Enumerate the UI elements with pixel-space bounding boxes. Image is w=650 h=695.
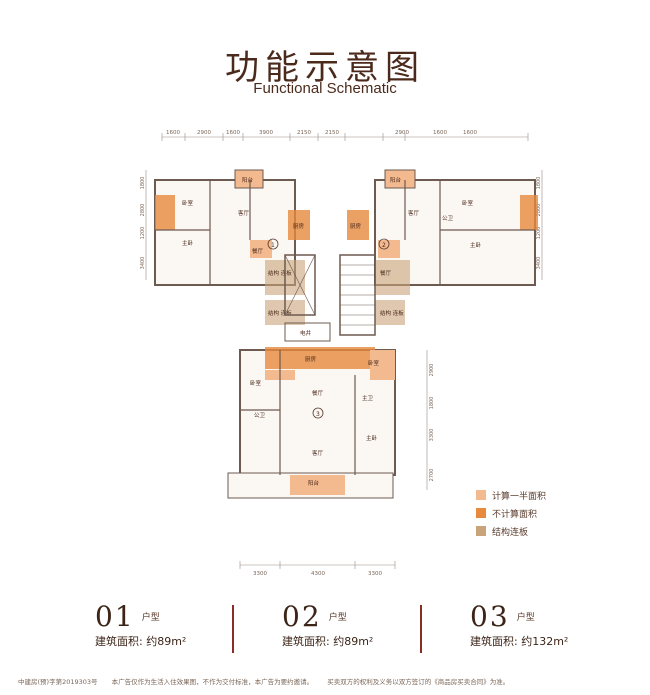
- dim-top-7: 1600: [433, 130, 447, 136]
- top-dimension-line: [161, 133, 529, 141]
- dim-top-6: 2900: [395, 130, 409, 136]
- dim-top-0: 1600: [166, 130, 180, 136]
- dim-left-1: 2800: [140, 204, 146, 217]
- room-kitchen-2: 厨房: [350, 222, 362, 230]
- permit-number: 中建房(预)字第2019303号: [18, 678, 98, 686]
- room-struct-1b: 结构 连板: [268, 309, 292, 317]
- room-balcony-1: 阳台: [242, 176, 254, 184]
- unit-type: 户型: [141, 613, 160, 623]
- unit-type: 户型: [328, 613, 347, 623]
- legend-item: 不计算面积: [476, 504, 546, 522]
- room-kitchen-3: 厨房: [305, 355, 317, 363]
- dim-top-5: 2150: [325, 130, 339, 136]
- room-dining-1: 餐厅: [252, 247, 264, 255]
- unit-3: 厨房 卧室 卧室 餐厅 主卫 公卫 客厅 主卧 阳台 3: [227, 347, 396, 499]
- unit-number: 01: [95, 600, 135, 633]
- unit-2: 阳台 卧室 客厅 主卧 厨房 餐厅 公卫 结构 连板 2: [347, 169, 538, 325]
- legend: 计算一半面积 不计算面积 结构连板: [476, 486, 546, 540]
- room-master-3: 主卧: [366, 434, 378, 442]
- dim-bottom-2: 3300: [368, 571, 382, 577]
- dim-right-0: 1800: [536, 177, 542, 190]
- dim-left-0: 1800: [140, 177, 146, 190]
- unit-mark-2: 2: [382, 242, 386, 249]
- room-bedroom-3b: 卧室: [368, 359, 380, 367]
- room-balcony-3: 阳台: [308, 479, 320, 487]
- dim-bottom-1: 4300: [311, 571, 325, 577]
- core: 电井: [284, 254, 376, 342]
- unit-summary: 01 户型 建筑面积: 约89m² 02 户型 建筑面积: 约89m² 03 户…: [0, 600, 650, 660]
- dim-rlow-1: 1800: [429, 397, 435, 410]
- divider: [420, 605, 422, 653]
- room-bath-2: 公卫: [442, 215, 454, 222]
- dim-top-2: 1600: [226, 130, 240, 136]
- room-living-1: 客厅: [238, 209, 250, 217]
- unit-type: 户型: [516, 613, 535, 623]
- dim-right-1: 2800: [536, 204, 542, 217]
- dim-left-3: 3400: [140, 257, 146, 270]
- room-kitchen-1: 厨房: [293, 222, 305, 230]
- unit-1: 阳台 卧室 客厅 主卧 厨房 餐厅 结构 连板 结构 连板 1: [154, 169, 310, 325]
- page-subtitle: Functional Schematic: [253, 80, 397, 97]
- footer: 中建房(预)字第2019303号 本广告仅作为生活入住效果图，不作为交付标准，本…: [18, 676, 521, 686]
- unit-mark-3: 3: [316, 411, 320, 418]
- unit-card-02: 02 户型 建筑面积: 约89m²: [282, 600, 462, 649]
- legend-item: 结构连板: [476, 522, 546, 540]
- room-dining-2: 餐厅: [380, 269, 392, 277]
- room-dining-3: 餐厅: [312, 389, 324, 397]
- room-bath-3: 公卫: [254, 412, 266, 419]
- dim-right-2: 1200: [536, 227, 542, 240]
- floor-plan: 1600 2900 1600 3900 2150 2150 2900 1600 …: [140, 130, 543, 577]
- disclaimer-2: 买卖双方的权利及义务以双方签订的《商品房买卖合同》为准。: [327, 678, 510, 686]
- unit-card-01: 01 户型 建筑面积: 约89m²: [95, 600, 275, 649]
- legend-label: 计算一半面积: [492, 491, 547, 502]
- unit-mark-1: 1: [271, 242, 275, 249]
- unit-area: 建筑面积: 约89m²: [95, 635, 187, 648]
- legend-label: 不计算面积: [492, 509, 538, 520]
- legend-swatch: [476, 490, 486, 500]
- room-bedroom-1: 卧室: [182, 199, 194, 207]
- unit-card-03: 03 户型 建筑面积: 约132m²: [470, 600, 650, 649]
- room-master-1: 主卧: [182, 239, 194, 247]
- room-bedroom-2: 卧室: [462, 199, 474, 207]
- unit-number: 03: [470, 600, 510, 633]
- unit-area: 建筑面积: 约132m²: [470, 635, 569, 648]
- dim-rlow-3: 2700: [429, 469, 435, 482]
- dim-top-8: 1600: [463, 130, 477, 136]
- room-electrical: 电井: [300, 329, 312, 337]
- legend-swatch: [476, 526, 486, 536]
- dim-bottom-0: 3300: [253, 571, 267, 577]
- room-struct-1a: 结构 连板: [268, 269, 292, 277]
- divider: [232, 605, 234, 653]
- dim-top-4: 2150: [297, 130, 311, 136]
- dim-left-2: 1200: [140, 227, 146, 240]
- room-bedroom-3a: 卧室: [250, 379, 262, 387]
- unit-number: 02: [282, 600, 322, 633]
- legend-swatch: [476, 508, 486, 518]
- legend-label: 结构连板: [492, 527, 529, 538]
- dim-rlow-0: 2900: [429, 364, 435, 377]
- dim-rlow-2: 3300: [429, 429, 435, 442]
- room-balcony-2: 阳台: [390, 176, 402, 184]
- room-master-2: 主卧: [470, 241, 482, 249]
- disclaimer-1: 本广告仅作为生活入住效果图，不作为交付标准，本广告为要约邀请。: [111, 678, 314, 686]
- page-title: 功能示意图: [225, 48, 425, 88]
- dim-top-3: 3900: [259, 130, 273, 136]
- dim-right-3: 3400: [536, 257, 542, 270]
- room-living-2: 客厅: [408, 209, 420, 217]
- room-master-bath-3: 主卫: [362, 394, 374, 402]
- room-living-3: 客厅: [312, 449, 324, 457]
- unit-area: 建筑面积: 约89m²: [282, 635, 374, 648]
- dim-top-1: 2900: [197, 130, 211, 136]
- legend-item: 计算一半面积: [476, 486, 546, 504]
- room-struct-2: 结构 连板: [380, 309, 404, 317]
